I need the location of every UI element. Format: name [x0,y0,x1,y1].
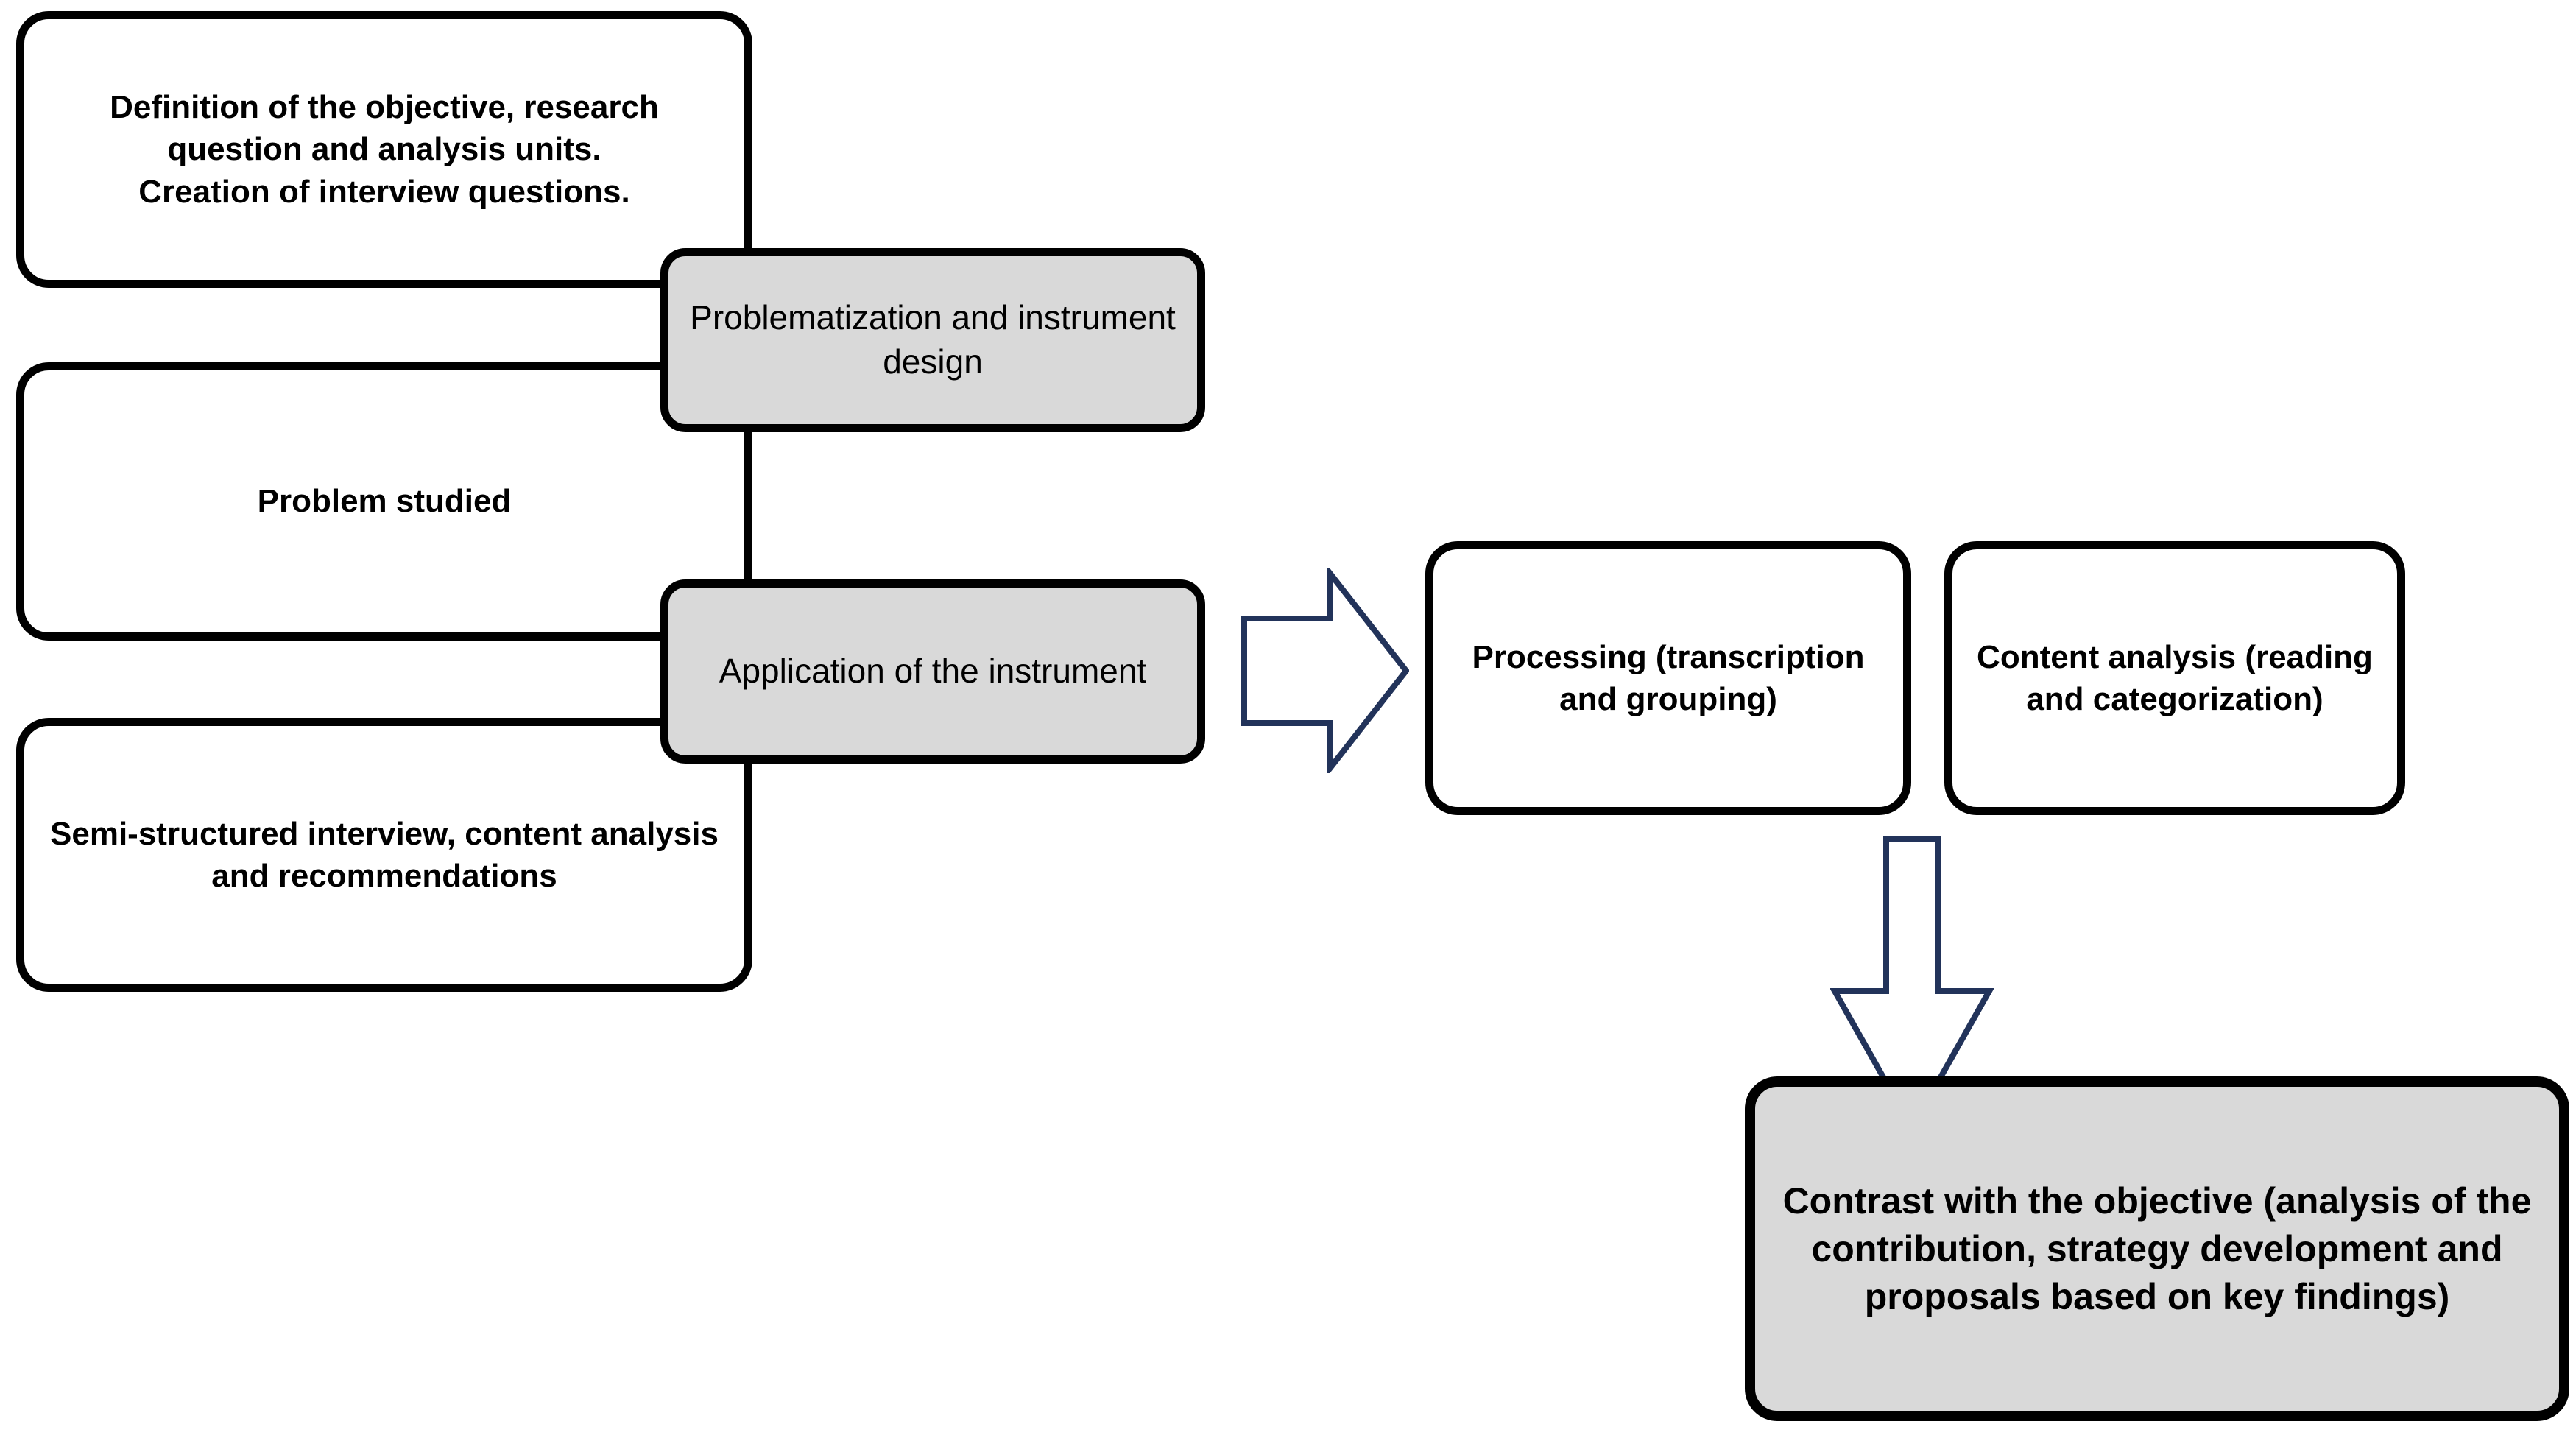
node-semi-structured-interview[interactable]: Semi-structured interview, content analy… [16,718,752,992]
node-application-of-instrument[interactable]: Application of the instrument [660,579,1205,764]
node-content-analysis-reading-categorization[interactable]: Content analysis (reading and categoriza… [1944,541,2405,815]
node-problem-studied[interactable]: Problem studied [16,362,752,641]
node-processing-transcription-grouping[interactable]: Processing (transcription and grouping) [1425,541,1911,815]
node-definition-objective[interactable]: Definition of the objective, research qu… [16,11,752,288]
node-contrast-with-objective[interactable]: Contrast with the objective (analysis of… [1745,1076,2569,1421]
block-arrow-right-icon [1241,568,1409,773]
block-arrow-down-icon [1830,836,1994,1131]
node-problematization-instrument-design[interactable]: Problematization and instrument design [660,248,1205,432]
